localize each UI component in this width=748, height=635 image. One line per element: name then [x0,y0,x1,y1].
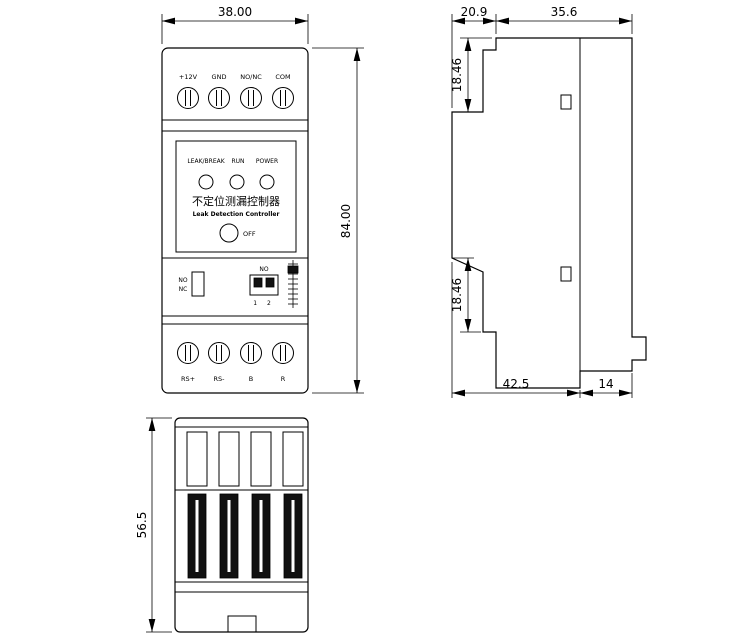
screw-terminal [208,87,230,109]
screw-terminal [240,87,262,109]
terminal-label-rs-plus: RS+ [181,375,195,383]
no-nc-jumper [191,271,205,297]
terminal-label-nonc: NO/NC [240,73,262,81]
dip-switch-actuator-1 [253,277,263,288]
panel-title-english: Leak Detection Controller [193,211,280,218]
dip-switch-actuator-2 [265,277,275,288]
dim-front-height: 84.00 [312,47,364,394]
dim-side-upper-recess: 18.46 [450,37,492,112]
terminal-cage-openings [186,431,304,487]
terminal-label-gnd: GND [212,73,227,81]
screw-terminal [177,342,199,364]
dim-text-side-42-5: 42.5 [503,377,530,391]
config-section: NO NC NO 1 2 [178,260,299,308]
led-run [229,174,245,190]
screw-terminal [272,87,294,109]
terminal-label-rs-minus: RS- [214,375,226,383]
bottom-center-notch [227,615,257,633]
terminal-label-12v: +12V [179,73,198,81]
jumper-label-nc: NC [179,286,188,293]
dip-switch-numbers: 1 2 [253,300,275,307]
terminal-opening [218,431,240,487]
terminal-opening [186,431,208,487]
bottom-view: 56.5 [135,417,309,633]
led-label-power: POWER [256,158,278,165]
terminal-label-com: COM [275,73,290,81]
panel-title-chinese: 不定位测漏控制器 [192,194,280,208]
adjustment-slider [287,260,299,308]
slider-handle [287,265,299,274]
side-view: 20.9 35.6 18.46 18.46 42.5 14 [450,5,647,398]
side-detail-upper [560,94,572,110]
off-button [219,223,239,243]
front-view: +12V GND NO/NC COM LEAK/BREAK RUN [161,5,364,394]
off-button-label: OFF [243,230,256,238]
dip-switch-body [249,274,279,296]
dim-text-side-upper-18-46: 18.46 [450,58,464,92]
side-detail-lower [560,266,572,282]
screw-terminal [240,342,262,364]
screw-terminal [177,87,199,109]
dim-text-front-width: 38.00 [218,5,252,19]
led-power [259,174,275,190]
front-body-outline [161,47,309,394]
dim-text-front-height: 84.00 [339,204,353,238]
terminal-slot [187,493,207,579]
terminal-slot [219,493,239,579]
led-label-leak-break: LEAK/BREAK [187,158,225,165]
top-screw-terminals [177,87,294,109]
bottom-screw-terminals [177,342,294,364]
dip-label-no: NO [259,266,268,273]
terminal-opening [250,431,272,487]
led-leak-break [198,174,214,190]
dim-side-top: 20.9 35.6 [451,5,633,108]
terminal-slots [187,493,303,579]
dim-side-lower-recess: 18.46 [450,257,481,333]
terminal-label-r: R [281,375,286,383]
face-plate-outline [175,140,297,253]
screw-terminal [208,342,230,364]
dim-bottom-depth: 56.5 [135,417,172,633]
dim-text-side-35-6: 35.6 [551,5,578,19]
jumper-label-no: NO [178,277,187,284]
dim-text-side-20-9: 20.9 [461,5,488,19]
terminal-label-b: B [249,375,253,383]
screw-terminal [272,342,294,364]
side-profile-outline [451,37,647,389]
led-label-run: RUN [231,158,244,165]
dim-text-side-14: 14 [598,377,613,391]
terminal-opening [282,431,304,487]
face-plate: LEAK/BREAK RUN POWER 不定位测漏控制器 Leak Detec… [175,140,297,253]
dim-front-width: 38.00 [161,5,309,44]
dim-side-bottom: 42.5 14 [451,262,633,398]
top-terminal-labels: +12V GND NO/NC COM [179,73,291,81]
bottom-terminal-labels: RS+ RS- B R [181,375,286,383]
terminal-slot [251,493,271,579]
dim-text-side-lower-18-46: 18.46 [450,278,464,312]
dim-text-bottom-56-5: 56.5 [135,512,149,539]
terminal-slot [283,493,303,579]
